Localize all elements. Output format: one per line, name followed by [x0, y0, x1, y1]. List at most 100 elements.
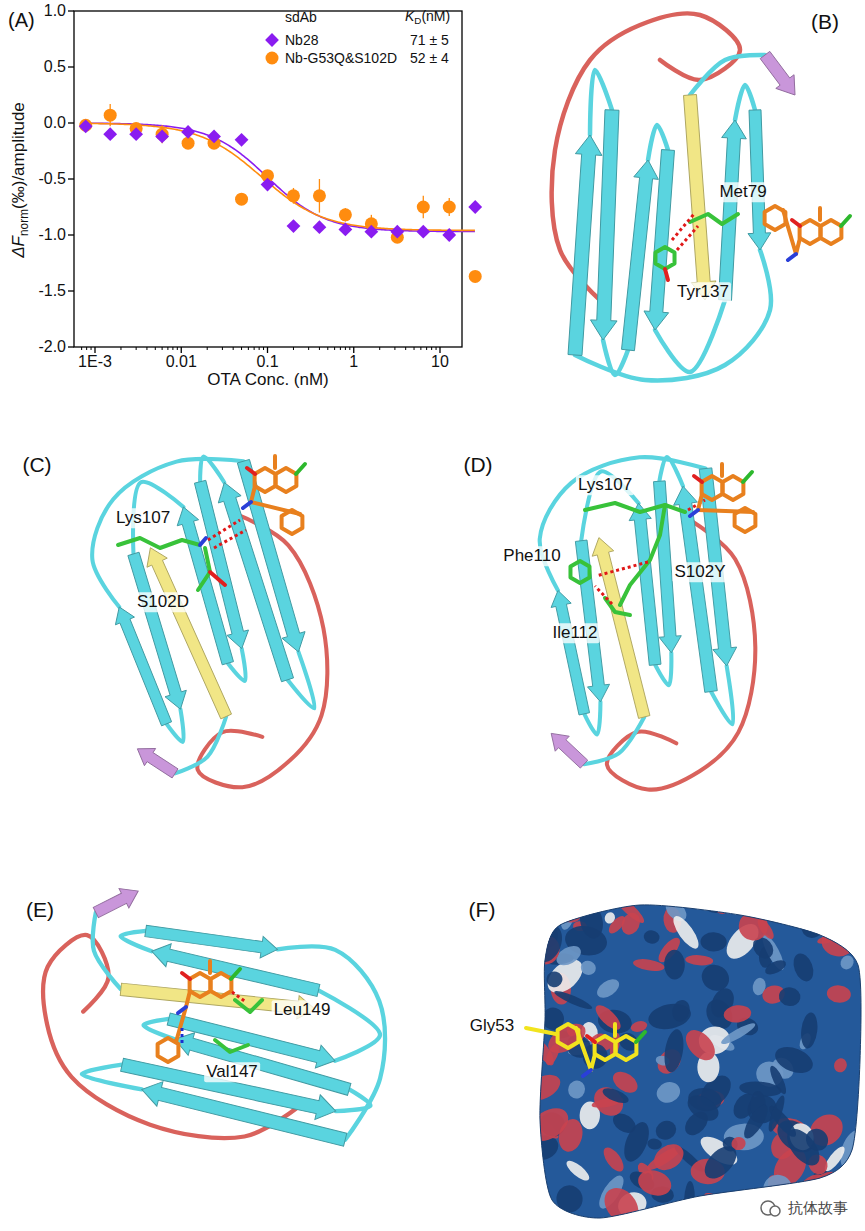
data-point — [442, 228, 456, 242]
residue-stick — [788, 254, 796, 260]
diamond-marker — [265, 33, 279, 47]
watermark-ground — [758, 1197, 853, 1219]
aromatic-ring — [765, 206, 786, 230]
residue-stick — [690, 214, 738, 224]
x-tick — [439, 347, 440, 353]
x-minor-tick — [420, 347, 421, 350]
aromatic-ring — [570, 561, 589, 583]
axis-title: ΔFnorm(‰)/amplitude — [9, 102, 31, 258]
hydrogen-bond — [672, 214, 694, 240]
beta-strand — [548, 589, 590, 717]
x-tick — [267, 347, 268, 353]
residue-label: Ile112 — [550, 623, 599, 643]
aromatic-ring — [735, 508, 756, 532]
beta-strand — [684, 95, 716, 300]
data-point — [181, 125, 195, 139]
data-point — [416, 225, 430, 239]
residue-label: S102Y — [672, 562, 727, 582]
y-tick — [68, 346, 74, 347]
data-point — [417, 201, 430, 214]
data-point — [103, 127, 117, 141]
surface-patch — [767, 1064, 789, 1096]
surface-patch — [598, 1181, 646, 1230]
x-minor-tick — [349, 347, 350, 350]
surface-patch — [523, 1102, 574, 1148]
surface-patch — [619, 1119, 654, 1166]
surface-patch — [669, 913, 703, 953]
surface-patch — [553, 988, 594, 1012]
x-minor-tick — [431, 347, 432, 350]
surface-patch — [601, 1085, 631, 1106]
x-minor-tick — [177, 347, 178, 350]
data-point — [235, 193, 248, 206]
residue-stick — [605, 598, 630, 615]
residue-stick — [235, 1000, 262, 1012]
tick-label: -1.5 — [38, 282, 66, 300]
aromatic-ring — [255, 468, 276, 492]
beta-strand — [748, 110, 771, 250]
x-minor-tick — [172, 347, 173, 350]
surface-patch — [521, 1070, 564, 1106]
surface-patch — [577, 902, 606, 941]
residue-sticks — [570, 464, 755, 615]
protein-cartoon — [507, 442, 780, 805]
y-tick — [68, 10, 74, 11]
residue-stick — [583, 1070, 591, 1076]
data-point — [364, 225, 378, 239]
surface-patch — [530, 933, 540, 946]
residue-stick — [620, 505, 665, 605]
beta-strand — [110, 603, 172, 729]
residue-stick — [198, 548, 210, 590]
residue-stick — [243, 502, 251, 508]
residue-stick — [636, 1032, 645, 1042]
x-minor-tick — [91, 347, 92, 350]
surface-patch — [826, 984, 852, 1004]
data-point — [339, 208, 352, 221]
surface-patch — [673, 1198, 719, 1224]
aromatic-ring — [211, 973, 232, 997]
hydrogen-bond — [595, 586, 612, 604]
legend-text: Nb-G53Q&S102D — [285, 50, 397, 66]
residue-label: Tyr137 — [675, 282, 731, 302]
surface-patch — [819, 899, 861, 915]
surface-patch — [632, 957, 665, 973]
surface-patch — [839, 1156, 865, 1193]
fit-curve — [82, 123, 475, 230]
molecular-surface — [521, 882, 865, 1231]
x-minor-tick — [263, 347, 264, 350]
legend-marker — [265, 33, 279, 47]
aromatic-ring — [723, 476, 744, 500]
aromatic-ring — [655, 247, 674, 269]
surface-patch — [544, 968, 566, 990]
loop-tube — [655, 300, 725, 372]
y-tick — [68, 234, 74, 235]
x-tick — [353, 347, 354, 353]
residue-stick — [720, 464, 724, 476]
residue-stick — [792, 220, 800, 226]
residue-stick — [613, 1024, 617, 1036]
data-point — [79, 119, 93, 133]
panel-label: (E) — [26, 898, 54, 922]
data-point — [287, 219, 301, 233]
tick-label: 0.5 — [44, 58, 66, 76]
panel-label: (C) — [22, 453, 51, 477]
x-minor-tick — [167, 347, 168, 350]
surface-patch — [649, 1139, 688, 1176]
surface-outline — [540, 905, 861, 1218]
surface-patch — [807, 1167, 845, 1198]
panel-label: (A) — [8, 9, 35, 32]
beta-strand — [719, 120, 747, 300]
legend-header: sdAb — [285, 9, 317, 25]
tick-label: 0.1 — [256, 353, 278, 371]
x-minor-tick — [254, 347, 255, 350]
y-tick — [68, 66, 74, 67]
data-point — [155, 130, 169, 144]
tick-label: -2.0 — [38, 338, 66, 356]
kd-value: 52 ± 4 — [410, 50, 449, 66]
x-minor-tick — [233, 347, 234, 350]
surface-patch — [662, 1028, 687, 1074]
beta-strand — [669, 484, 730, 693]
aromatic-ring — [276, 468, 297, 492]
residue-stick — [118, 538, 200, 548]
